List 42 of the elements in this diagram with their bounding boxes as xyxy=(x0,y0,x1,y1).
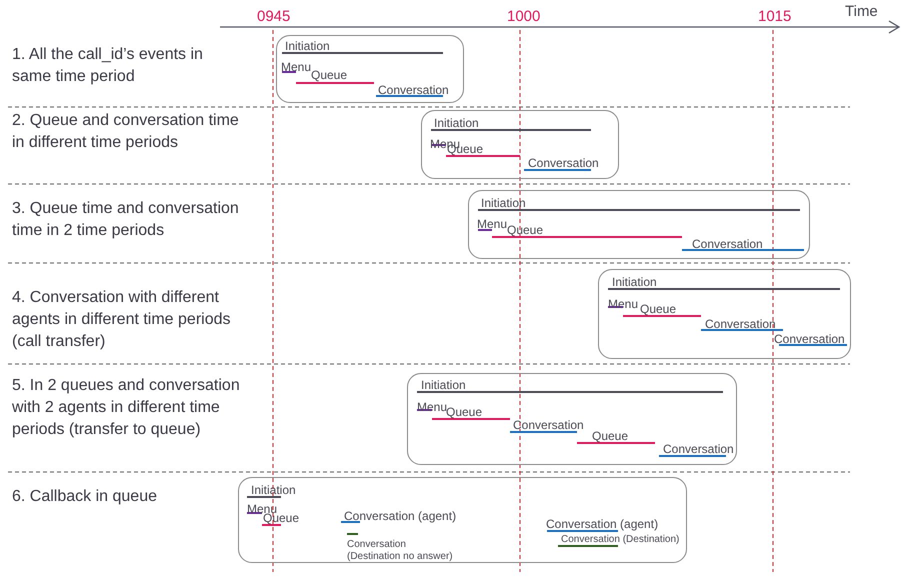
axis-title: Time xyxy=(845,3,878,20)
timeline-panel xyxy=(598,269,851,359)
event-label: Queue xyxy=(592,429,628,443)
event-label: Conversation xyxy=(705,317,776,331)
event-label: Initiation xyxy=(251,483,296,497)
event-label: Conversation xyxy=(692,237,763,251)
row-description: 4. Conversation with different agents in different time periods (call transfer) xyxy=(12,288,232,352)
event-label: Queue xyxy=(507,223,544,237)
timeline-panel xyxy=(276,35,464,103)
event-label: Initiation xyxy=(421,378,466,392)
event-label: Conversation xyxy=(774,332,845,346)
row-description: 6. Callback in queue xyxy=(12,487,158,507)
event-label: Queue xyxy=(311,68,348,82)
event-label: Conversation (agent) xyxy=(546,517,658,531)
event-label: Menu xyxy=(281,60,312,74)
time-tick-label: 0945 xyxy=(257,8,290,25)
event-label: Queue xyxy=(446,405,482,419)
event-label: Initiation xyxy=(612,275,657,289)
time-tick-label: 1000 xyxy=(507,8,540,25)
row-description: 1. All the call_id’s events in same time period xyxy=(12,45,204,87)
event-label: Menu xyxy=(608,297,638,311)
event-label: Conversation xyxy=(663,442,734,456)
event-label: Initiation xyxy=(285,39,330,53)
timeline-panel xyxy=(407,373,737,465)
event-label: Conversation xyxy=(378,83,449,97)
event-label: Conversation xyxy=(528,156,599,170)
event-label: Menu xyxy=(417,400,448,414)
row-description: 2. Queue and conversation time in different time periods xyxy=(12,111,240,153)
event-label: Initiation xyxy=(434,116,479,130)
event-label: Conversation xyxy=(513,418,584,432)
timeline-panel xyxy=(238,477,687,563)
timeline-panel xyxy=(468,190,810,259)
event-label: Initiation xyxy=(481,196,526,210)
timeline-panel xyxy=(421,110,619,179)
event-label: Conversation (agent) xyxy=(344,509,456,523)
row-description: 3. Queue time and conversation time in 2 time periods xyxy=(12,199,240,241)
event-label: Conversation (Destination) xyxy=(561,534,680,546)
time-tick-label: 1015 xyxy=(758,8,792,25)
event-label: Conversation (Destination no answer) xyxy=(347,539,459,563)
event-label: Queue xyxy=(640,302,676,316)
event-label: Menu xyxy=(477,217,508,231)
row-description: 5. In 2 queues and conversation with 2 agents in different time periods (transfer to queue) xyxy=(12,376,241,440)
